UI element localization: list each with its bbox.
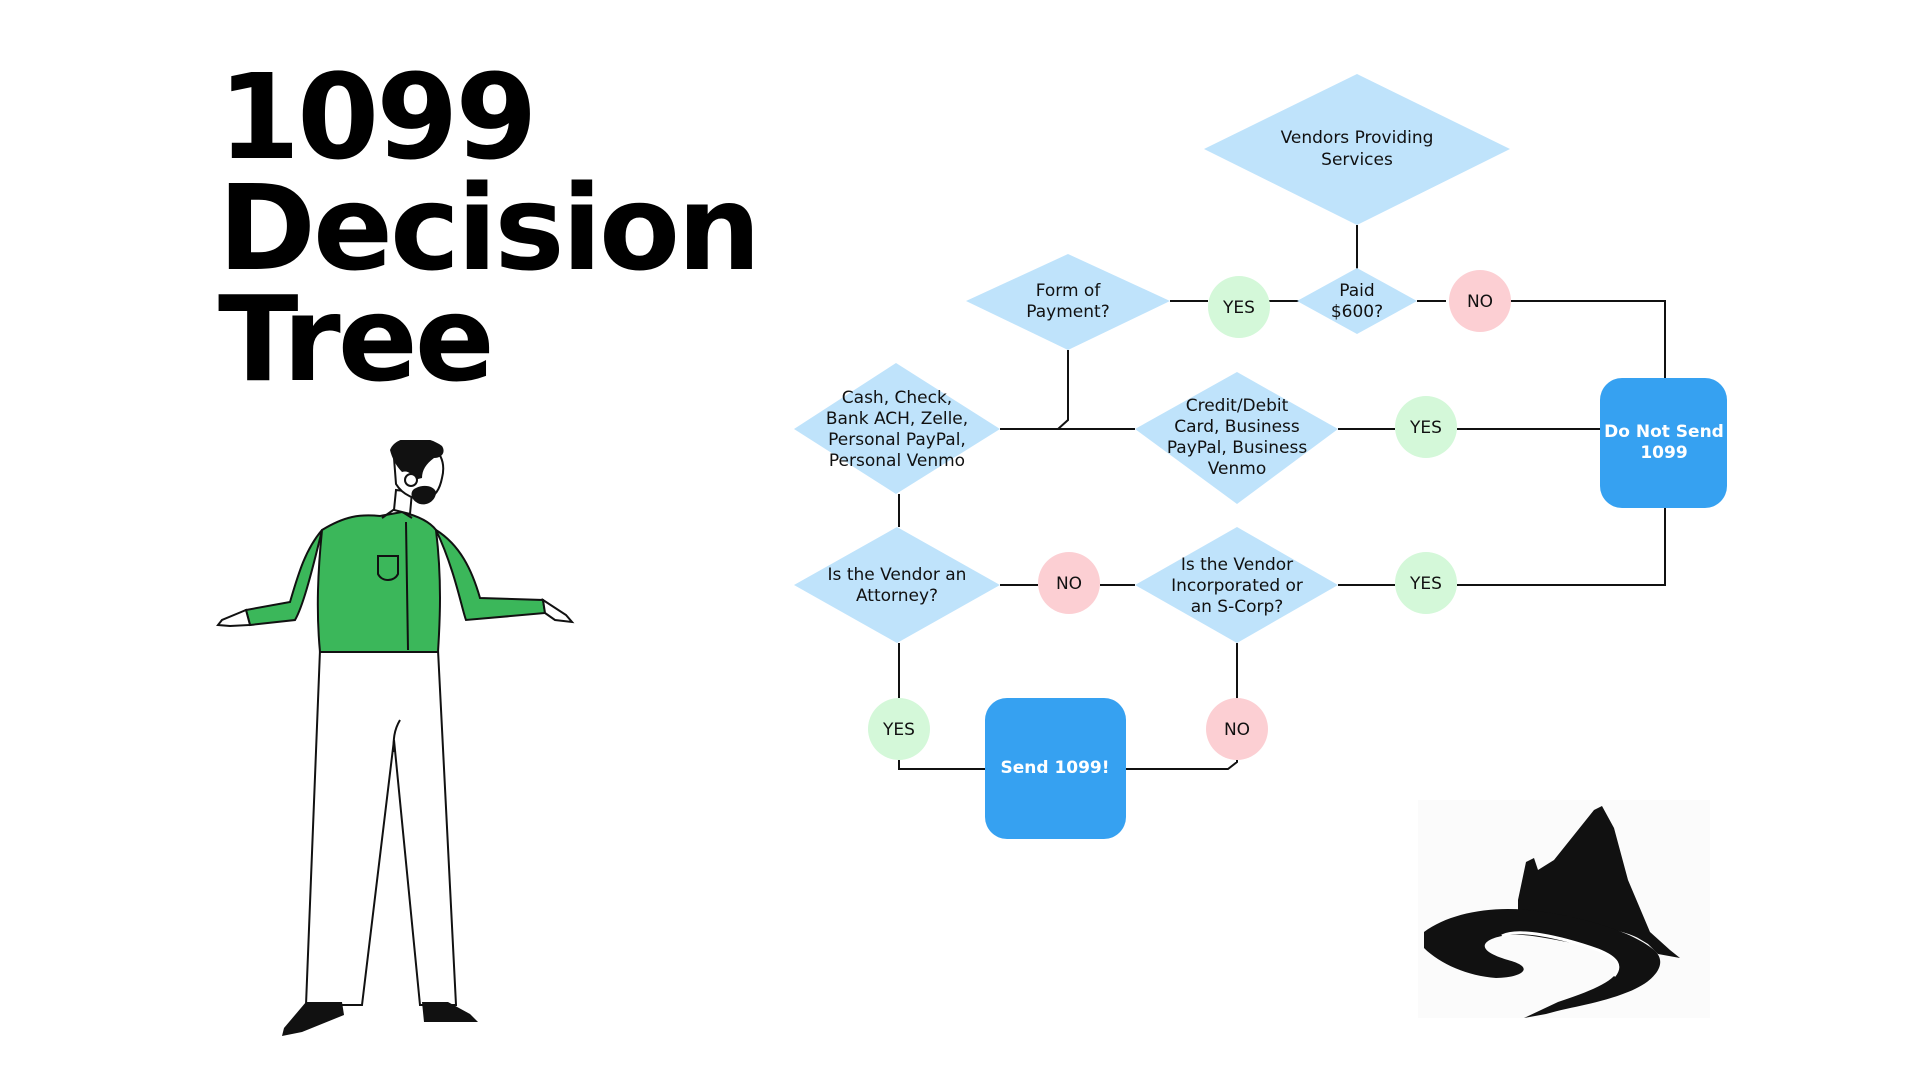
incorporated-line-3: an S-Corp? [1191, 597, 1284, 617]
yes-paid-text: YES [1222, 298, 1255, 318]
send-1099-label: Send 1099! [1000, 758, 1109, 778]
paid-line-1: Paid [1339, 281, 1374, 301]
decision-paid-600: Paid $600? [1297, 268, 1417, 334]
form-line-1: Form of [1036, 281, 1102, 301]
outcome-do-not-send-1099: Do Not Send 1099 [1600, 378, 1727, 508]
paid-line-2: $600? [1331, 302, 1383, 322]
mountain-road-logo [1418, 800, 1710, 1018]
attorney-line-2: Attorney? [856, 586, 938, 606]
incorporated-line-1: Is the Vendor [1181, 555, 1293, 575]
decision-form-of-payment: Form of Payment? [966, 254, 1170, 350]
outcome-send-1099: Send 1099! [985, 698, 1126, 839]
credit-line-1: Credit/Debit [1186, 396, 1289, 416]
do-not-send-line-2: 1099 [1640, 443, 1687, 463]
yes-label-attorney: YES [868, 698, 930, 760]
title-line-2: Decision [218, 159, 761, 297]
incorporated-line-2: Incorporated or [1171, 576, 1303, 596]
yes-attorney-text: YES [882, 720, 915, 740]
attorney-line-1: Is the Vendor an [828, 565, 967, 585]
vendors-line-2: Services [1321, 150, 1393, 170]
man-shrugging-illustration [216, 440, 575, 1036]
no-label-incorporated: NO [1206, 698, 1268, 760]
decision-cash-check-ach: Cash, Check, Bank ACH, Zelle, Personal P… [794, 363, 1000, 494]
title-line-3: Tree [218, 270, 495, 408]
title-line-1: 1099 [218, 48, 537, 186]
vendors-line-1: Vendors Providing [1281, 128, 1434, 148]
decision-vendor-attorney: Is the Vendor an Attorney? [794, 527, 1000, 643]
decision-vendor-incorporated: Is the Vendor Incorporated or an S-Corp? [1135, 527, 1338, 643]
cash-line-1: Cash, Check, [842, 388, 952, 408]
yes-incorporated-text: YES [1409, 574, 1442, 594]
no-incorporated-text: NO [1224, 720, 1250, 740]
do-not-send-line-1: Do Not Send [1604, 422, 1724, 442]
cash-line-4: Personal Venmo [829, 451, 965, 471]
yes-label-credit: YES [1395, 396, 1457, 458]
yes-label-incorporated: YES [1395, 552, 1457, 614]
connectors [898, 225, 1666, 770]
yes-label-paid: YES [1208, 276, 1270, 338]
yes-credit-text: YES [1409, 418, 1442, 438]
cash-line-3: Personal PayPal, [828, 430, 966, 450]
decision-vendors-providing-services: Vendors Providing Services [1204, 74, 1510, 225]
decision-credit-debit-card: Credit/Debit Card, Business PayPal, Busi… [1135, 372, 1338, 504]
no-label-attorney: NO [1038, 552, 1100, 614]
credit-line-2: Card, Business [1174, 417, 1300, 437]
no-attorney-text: NO [1056, 574, 1082, 594]
no-paid-text: NO [1467, 292, 1493, 312]
cash-line-2: Bank ACH, Zelle, [826, 409, 968, 429]
form-line-2: Payment? [1026, 302, 1109, 322]
credit-line-3: PayPal, Business [1167, 438, 1308, 458]
page-title: 1099 Decision Tree [218, 48, 761, 408]
no-label-paid: NO [1449, 270, 1511, 332]
credit-line-4: Venmo [1208, 459, 1267, 479]
